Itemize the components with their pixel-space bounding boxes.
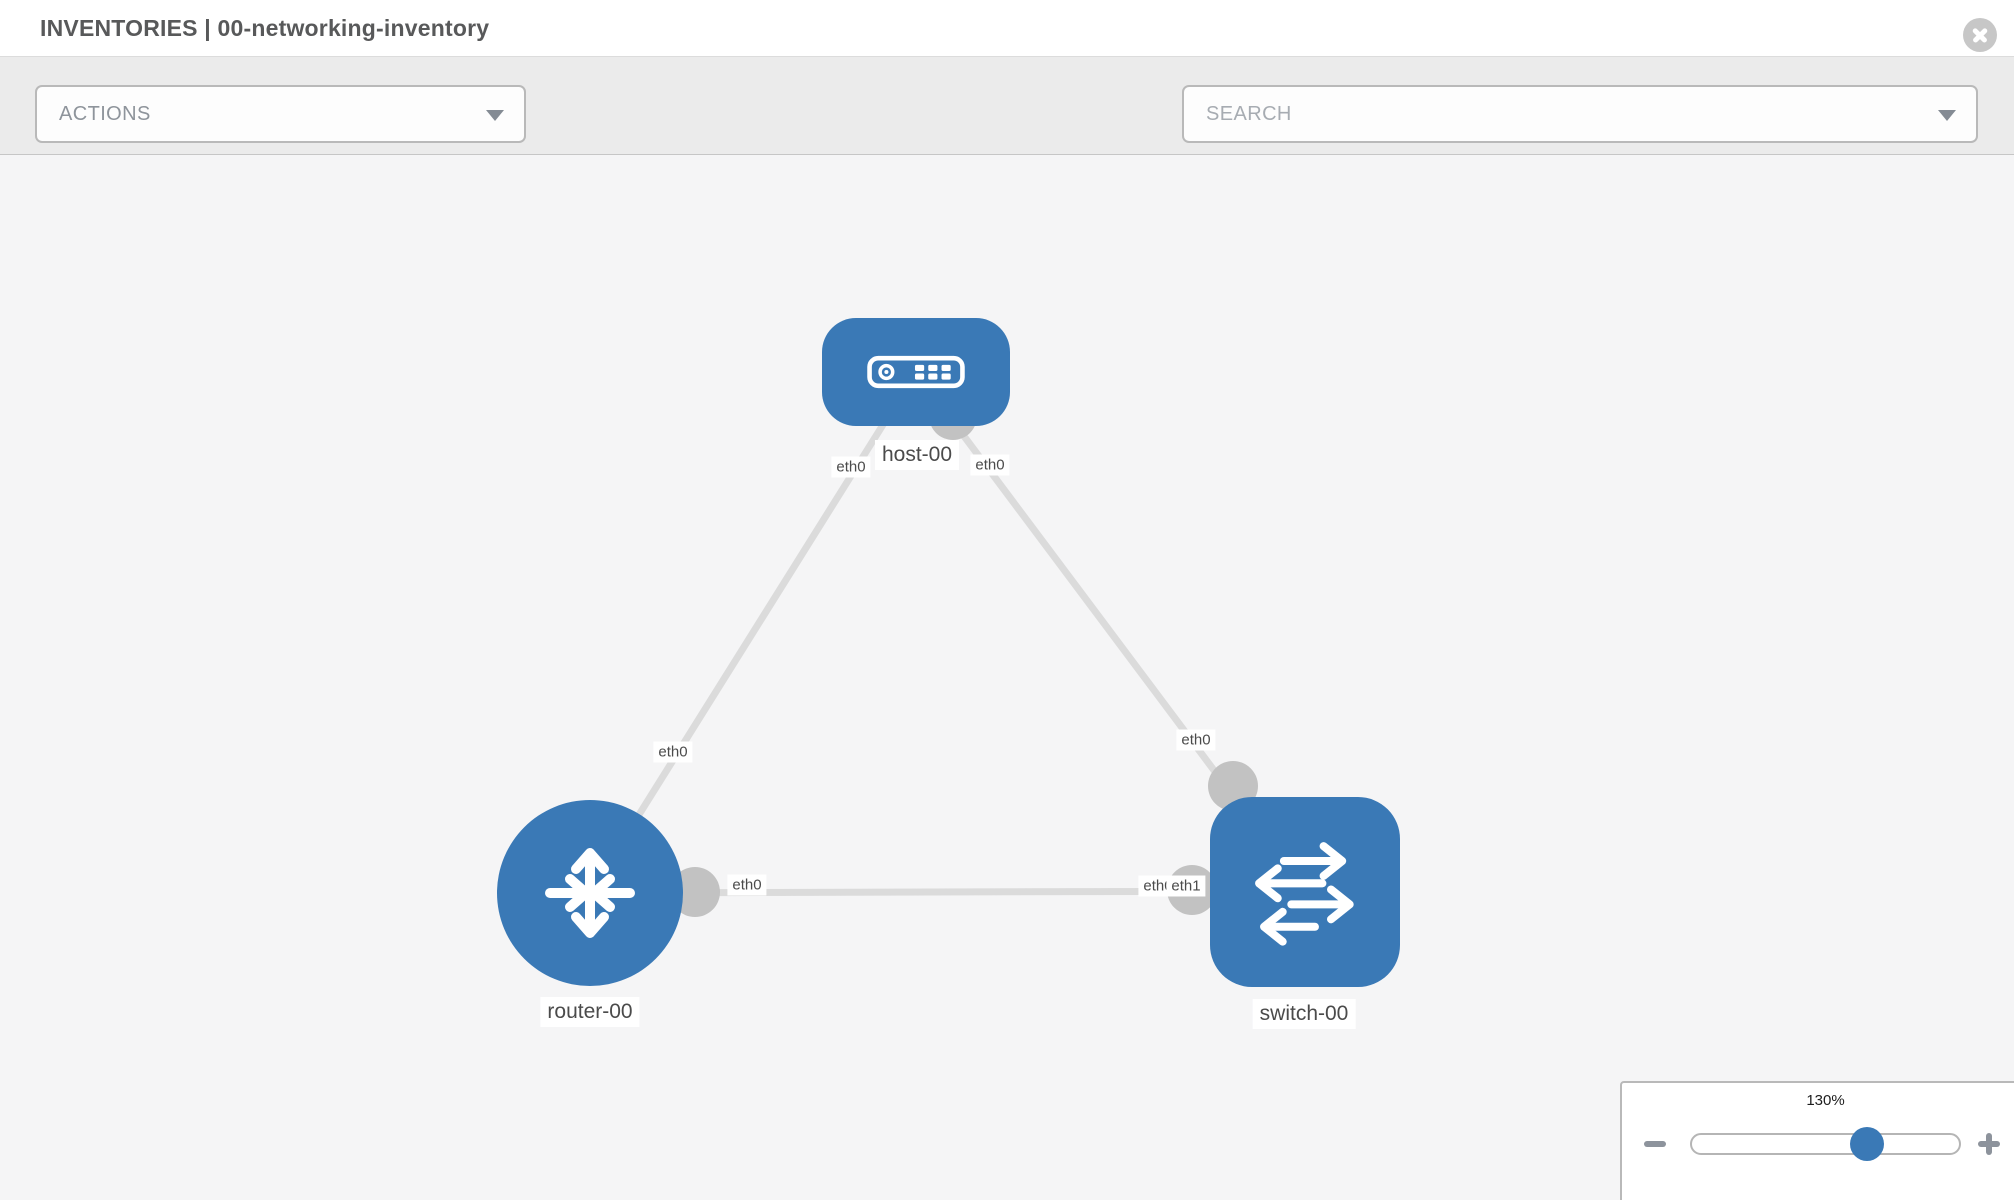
toolbar: ACTIONS SEARCH bbox=[0, 56, 2014, 187]
search-placeholder: SEARCH bbox=[1206, 103, 1292, 125]
zoom-level: 130% bbox=[1806, 1092, 1845, 1109]
node-label-host: host-00 bbox=[874, 440, 960, 470]
close-icon[interactable] bbox=[1963, 18, 1997, 52]
interface-label-host-to-router: eth0 bbox=[831, 456, 871, 478]
zoom-in-icon[interactable] bbox=[1977, 1132, 2001, 1156]
switch-icon bbox=[1255, 842, 1354, 946]
interface-marker bbox=[670, 867, 720, 917]
topology-canvas[interactable]: host-00 router-00 switch-00 eth0 eth0 et… bbox=[0, 155, 2014, 1200]
actions-dropdown[interactable]: ACTIONS bbox=[35, 85, 526, 143]
node-switch-00[interactable] bbox=[1210, 797, 1400, 987]
interface-label-switch-to-router: eth1 bbox=[1166, 875, 1206, 897]
interface-label-router-to-host: eth0 bbox=[653, 741, 693, 763]
node-label-router: router-00 bbox=[540, 997, 640, 1027]
interface-label-switch-to-host: eth0 bbox=[1176, 729, 1216, 751]
actions-dropdown-label: ACTIONS bbox=[59, 103, 151, 125]
zoom-panel: 130% bbox=[1620, 1081, 2014, 1200]
page-title: INVENTORIES | 00-networking-inventory bbox=[40, 15, 490, 41]
interface-label-host-to-switch: eth0 bbox=[970, 454, 1010, 476]
server-icon bbox=[867, 355, 965, 389]
zoom-slider-thumb[interactable] bbox=[1850, 1127, 1884, 1161]
links-layer bbox=[586, 368, 1309, 917]
title-bar: INVENTORIES | 00-networking-inventory bbox=[0, 0, 2014, 56]
zoom-slider[interactable] bbox=[1690, 1127, 1961, 1161]
search-dropdown[interactable]: SEARCH bbox=[1182, 85, 1978, 143]
interface-label-router-to-switch: eth0 bbox=[727, 874, 767, 896]
chevron-down-icon bbox=[486, 110, 504, 121]
chevron-down-icon bbox=[1938, 110, 1956, 121]
node-host-00[interactable] bbox=[822, 318, 1010, 426]
zoom-out-icon[interactable] bbox=[1644, 1141, 1666, 1147]
node-label-switch: switch-00 bbox=[1252, 999, 1356, 1029]
router-icon bbox=[545, 848, 635, 938]
node-router-00[interactable] bbox=[497, 800, 683, 986]
